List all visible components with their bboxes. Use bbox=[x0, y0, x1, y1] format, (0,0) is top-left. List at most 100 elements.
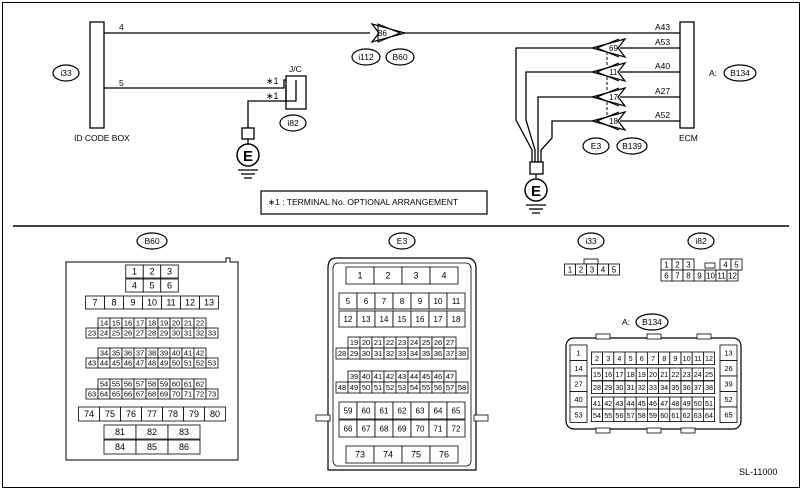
b60-pin-65: 65 bbox=[112, 390, 120, 399]
b134-pin-60: 60 bbox=[660, 411, 668, 420]
e3-pin-47: 47 bbox=[446, 372, 454, 381]
e3-pin-53: 53 bbox=[398, 383, 406, 392]
b60-pin-37: 37 bbox=[136, 349, 144, 358]
b60-pin-73-cell bbox=[205, 388, 219, 400]
b134-pin-24: 24 bbox=[694, 370, 702, 379]
e3-pin-48: 48 bbox=[338, 383, 346, 392]
i82-pin-6: 6 bbox=[664, 271, 669, 280]
connector-badge-e3-top bbox=[582, 137, 610, 155]
e3-latch-right bbox=[473, 414, 489, 422]
b60-pin-9: 9 bbox=[130, 298, 135, 308]
ecm-pin-a27: A27 bbox=[655, 86, 670, 96]
i82-pin-9: 9 bbox=[697, 271, 702, 280]
e3-pin-58-cell bbox=[455, 381, 469, 394]
b60-pin-83-cell bbox=[167, 424, 201, 440]
e3-pin-20: 20 bbox=[362, 338, 370, 347]
ground-symbol-right-text: E bbox=[531, 183, 541, 200]
b60-pin-3-cell bbox=[160, 264, 179, 279]
e3-pin-22: 22 bbox=[386, 338, 394, 347]
b134-pin-20: 20 bbox=[649, 370, 657, 379]
e3-pin-21: 21 bbox=[374, 338, 382, 347]
jc-terminal-2: ∗1 bbox=[266, 91, 279, 101]
b60-pin-29: 29 bbox=[160, 329, 168, 338]
e3-pin-37: 37 bbox=[446, 349, 454, 358]
b60-pin-36: 36 bbox=[124, 349, 132, 358]
b60-pin-22: 22 bbox=[196, 319, 204, 328]
b60-pin-71: 71 bbox=[184, 390, 192, 399]
e3-pin-76: 76 bbox=[439, 450, 449, 460]
b60-pin-77: 77 bbox=[147, 409, 157, 419]
e3-housing-inner bbox=[332, 262, 472, 467]
b60-pin-66: 66 bbox=[124, 390, 132, 399]
b134-pin-3: 3 bbox=[606, 354, 610, 363]
ground-terminal-left bbox=[241, 127, 255, 140]
b134-pin-41: 41 bbox=[593, 399, 601, 408]
b60-pin-75: 75 bbox=[105, 409, 115, 419]
b134-pin-11: 11 bbox=[694, 354, 701, 363]
b134-pin-1: 1 bbox=[576, 348, 580, 357]
ecm-ground-wires bbox=[515, 47, 680, 162]
connector-badge-i33-face bbox=[577, 232, 605, 250]
e3-pin-71: 71 bbox=[434, 424, 443, 433]
b60-pin-50: 50 bbox=[172, 359, 180, 368]
inline-connector-inner bbox=[377, 23, 402, 43]
b60-pin-10: 10 bbox=[147, 298, 157, 308]
ground-connector-chevrons bbox=[589, 37, 627, 132]
b134-pin-5: 5 bbox=[629, 354, 633, 363]
ground-pin-17: 17 bbox=[609, 93, 618, 102]
b134-pin-51: 51 bbox=[705, 399, 713, 408]
b60-pin-62: 62 bbox=[196, 380, 204, 389]
b60-pin-28: 28 bbox=[148, 329, 156, 338]
e3-pin-11-cell bbox=[446, 292, 466, 310]
b134-pin-7: 7 bbox=[651, 354, 655, 363]
id-box-pin-bottom: 5 bbox=[119, 78, 124, 88]
b134-pin-4: 4 bbox=[617, 354, 621, 363]
ground-pin-18: 18 bbox=[609, 117, 618, 126]
e3-pin-50: 50 bbox=[362, 383, 370, 392]
e3-pin-44: 44 bbox=[410, 372, 418, 381]
b60-pin-13-cell bbox=[199, 295, 219, 310]
e3-latch-left bbox=[315, 414, 331, 422]
connector-badge-b60-top bbox=[385, 48, 415, 66]
e3-pin-68: 68 bbox=[380, 424, 389, 433]
e3-pin-39: 39 bbox=[350, 372, 358, 381]
ecm-pin-a43: A43 bbox=[655, 22, 670, 32]
e3-pin-55: 55 bbox=[422, 383, 430, 392]
b134-pin-8: 8 bbox=[662, 354, 666, 363]
b60-pin-31: 31 bbox=[184, 329, 192, 338]
b134-pin-47: 47 bbox=[660, 399, 668, 408]
e3-pin-60: 60 bbox=[362, 406, 371, 415]
e3-pin-16: 16 bbox=[416, 315, 425, 324]
i33-pin-4: 4 bbox=[601, 265, 606, 274]
connector-badge-b134-top bbox=[723, 64, 757, 82]
b134-pin-31: 31 bbox=[627, 383, 635, 392]
jc-label: J/C bbox=[289, 64, 302, 74]
e3-pin-14: 14 bbox=[380, 315, 389, 324]
b60-pin-3: 3 bbox=[167, 267, 172, 277]
b134-pin-26: 26 bbox=[724, 364, 732, 373]
e3-pin-65: 65 bbox=[452, 406, 461, 415]
b60-pin-60: 60 bbox=[172, 380, 180, 389]
b60-pin-84: 84 bbox=[115, 442, 125, 452]
e3-pin-18-cell bbox=[446, 310, 466, 328]
e3-pin-66: 66 bbox=[344, 424, 353, 433]
b134-pin-35: 35 bbox=[671, 383, 679, 392]
ecm-pin-a40: A40 bbox=[655, 61, 670, 71]
b134-pin-64-cell bbox=[703, 408, 716, 423]
b60-pin-15: 15 bbox=[112, 319, 120, 328]
b134-pin-48: 48 bbox=[671, 399, 679, 408]
b134-pin-12: 12 bbox=[705, 354, 713, 363]
connector-badge-i33 bbox=[52, 64, 80, 82]
b60-pin-33: 33 bbox=[208, 329, 216, 338]
b134-pin-65: 65 bbox=[724, 410, 732, 419]
e3-pin-52: 52 bbox=[386, 383, 394, 392]
connector-badge-i82-face-text: i82 bbox=[695, 236, 707, 246]
e3-pin-56: 56 bbox=[434, 383, 442, 392]
ecm-box bbox=[679, 21, 695, 129]
i82-pin-8: 8 bbox=[686, 271, 691, 280]
b60-pin-56: 56 bbox=[124, 380, 132, 389]
connector-badge-e3-text: E3 bbox=[397, 236, 408, 246]
ecm-pin-a52: A52 bbox=[655, 110, 670, 120]
